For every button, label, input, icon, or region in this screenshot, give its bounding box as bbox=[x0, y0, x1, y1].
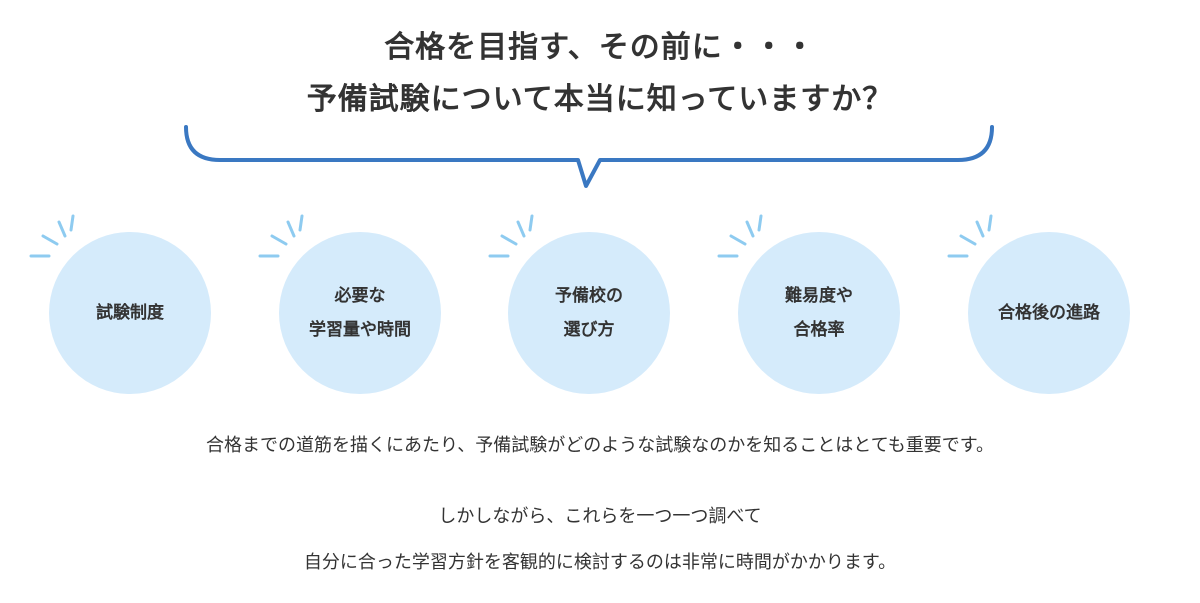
topic-label: 難易度や bbox=[785, 286, 853, 306]
speech-bubble-outline bbox=[184, 125, 994, 188]
topic-label: 試験制度 bbox=[96, 303, 164, 323]
topic-exam-system: 試験制度 bbox=[49, 232, 211, 394]
sparkle-icon bbox=[258, 214, 304, 258]
topic-label: 学習量や時間 bbox=[309, 320, 411, 340]
heading-line-2: 予備試験について本当に知っていますか？ bbox=[306, 82, 894, 117]
description-line: しかしながら、これらを一つ一つ調べて bbox=[438, 506, 762, 527]
page-heading: 合格を目指す、その前に・・・ 予備試験について本当に知っていますか？ bbox=[0, 22, 1200, 126]
topic-label: 合格率 bbox=[793, 320, 845, 340]
topic-career-path: 合格後の進路 bbox=[968, 232, 1130, 394]
sparkle-icon bbox=[29, 214, 75, 258]
topic-difficulty: 難易度や 合格率 bbox=[738, 232, 900, 394]
topic-label: 予備校の bbox=[555, 286, 623, 306]
topic-label: 必要な bbox=[334, 286, 386, 306]
topic-label: 選び方 bbox=[563, 320, 615, 340]
description-paragraph-2: しかしながら、これらを一つ一つ調べて 自分に合った学習方針を客観的に検討するのは… bbox=[0, 494, 1200, 586]
sparkle-icon bbox=[717, 214, 763, 258]
heading-line-1: 合格を目指す、その前に・・・ bbox=[384, 30, 816, 65]
description-line: 自分に合った学習方針を客観的に検討するのは非常に時間がかかります。 bbox=[303, 552, 897, 573]
sparkle-icon bbox=[488, 214, 534, 258]
sparkle-icon bbox=[947, 214, 993, 258]
topic-prep-school: 予備校の 選び方 bbox=[508, 232, 670, 394]
topic-label: 合格後の進路 bbox=[998, 303, 1100, 323]
description-paragraph-1: 合格までの道筋を描くにあたり、予備試験がどのような試験なのかを知ることはとても重… bbox=[205, 435, 995, 456]
topic-study-amount: 必要な 学習量や時間 bbox=[279, 232, 441, 394]
